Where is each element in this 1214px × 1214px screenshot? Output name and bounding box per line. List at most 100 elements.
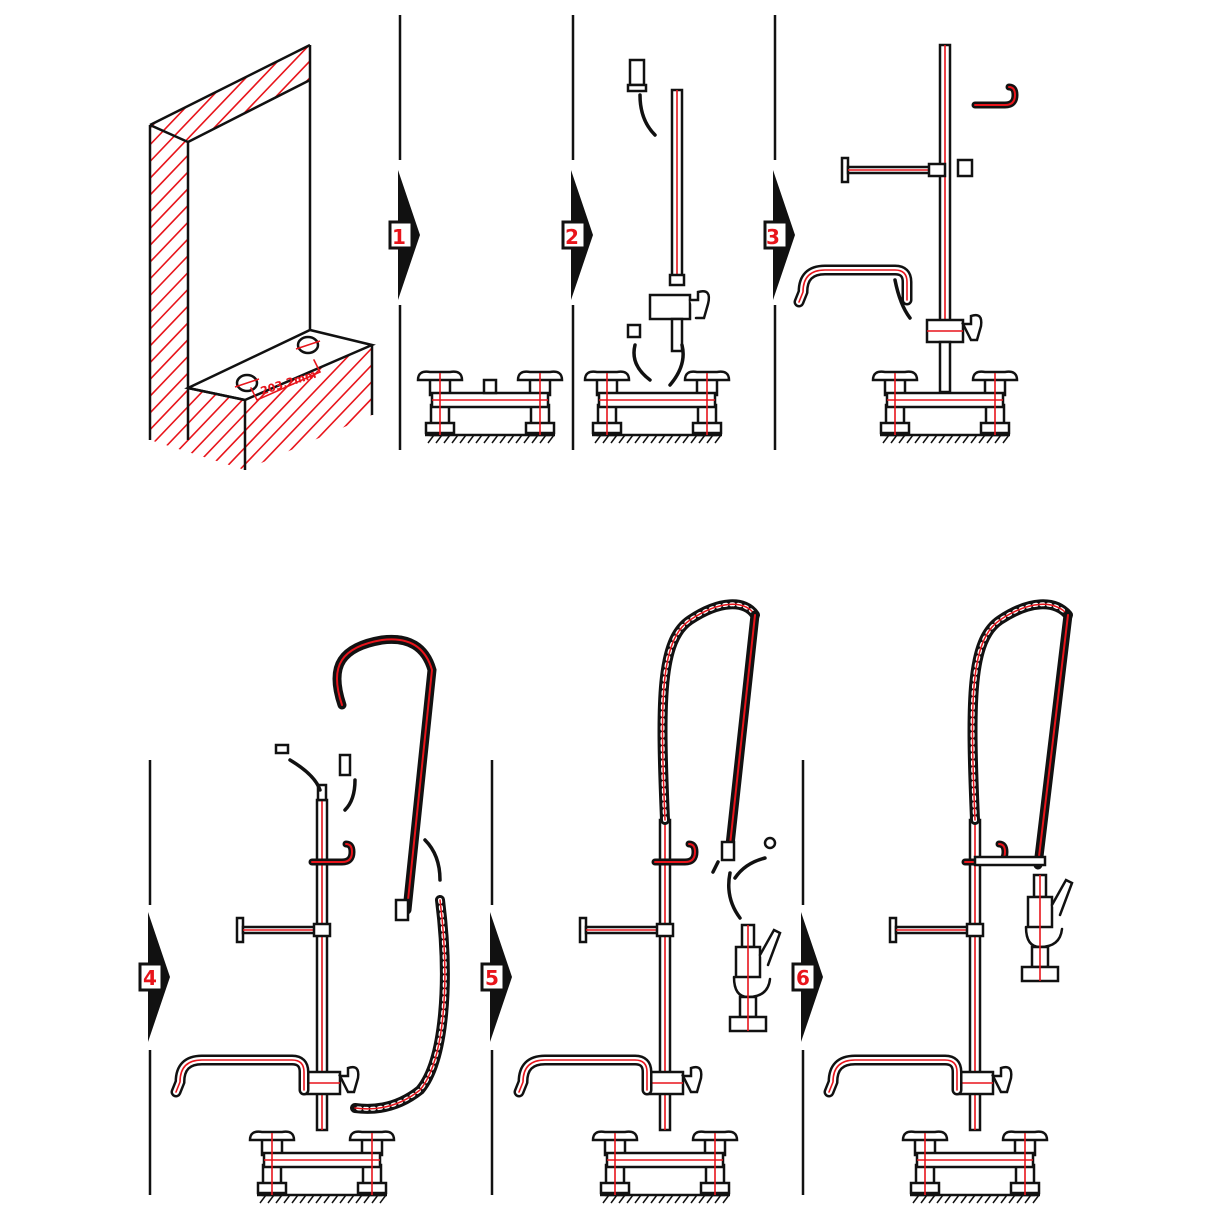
hatch-line bbox=[454, 40, 874, 480]
deck-hatch bbox=[467, 434, 475, 444]
wall-edge bbox=[187, 386, 246, 402]
deck-hatch bbox=[283, 1194, 291, 1204]
deck-hatch bbox=[714, 434, 722, 444]
clamp-screw bbox=[956, 158, 974, 178]
hatch-line bbox=[277, 45, 372, 470]
deck-hatch bbox=[307, 1194, 315, 1204]
deck-hatch bbox=[1032, 1194, 1040, 1204]
spout-valve-tee bbox=[648, 293, 692, 321]
hatch-line bbox=[438, 40, 858, 480]
deck-hatch bbox=[954, 434, 962, 444]
deck-hatch bbox=[666, 434, 674, 444]
bracket-clamp bbox=[965, 922, 985, 938]
deck-hatch bbox=[882, 434, 890, 444]
hatch-line bbox=[662, 40, 1082, 480]
riser-lower bbox=[938, 340, 952, 394]
step-number-box bbox=[763, 220, 789, 250]
riser-fitting bbox=[668, 273, 686, 287]
hatch-line bbox=[150, 45, 203, 470]
inlet-nut bbox=[626, 323, 642, 339]
valve-handle bbox=[688, 290, 711, 320]
step-number-box bbox=[791, 962, 817, 992]
step-4-arrow: 4 bbox=[138, 912, 170, 1042]
deck-hatch bbox=[690, 434, 698, 444]
step-number-box bbox=[480, 962, 506, 992]
hose-fitting bbox=[338, 753, 352, 777]
deck-hatch bbox=[642, 1194, 650, 1204]
hatch-line bbox=[598, 40, 1018, 480]
spray-trigger bbox=[758, 928, 782, 967]
tee-nipple bbox=[670, 317, 684, 353]
deck-hatch bbox=[259, 1194, 267, 1204]
hole-center bbox=[234, 378, 260, 388]
hatch-line bbox=[197, 45, 372, 470]
deck-hatch bbox=[960, 1194, 968, 1204]
deck-hatch bbox=[1000, 1194, 1008, 1204]
deck-hatch bbox=[650, 1194, 658, 1204]
hatch-line bbox=[726, 40, 1146, 480]
deck-hatch bbox=[976, 1194, 984, 1204]
hose-hook-center bbox=[311, 843, 354, 863]
wall-edge bbox=[187, 78, 311, 144]
deck-hatch bbox=[944, 1194, 952, 1204]
hose-hook-center bbox=[974, 86, 1017, 106]
deck-hatch bbox=[363, 1194, 371, 1204]
deck-hatch bbox=[936, 1194, 944, 1204]
valve-handle bbox=[680, 1065, 703, 1094]
deck-hatch bbox=[539, 434, 547, 444]
spring-coil bbox=[350, 895, 450, 1114]
wall-face bbox=[188, 80, 310, 388]
deck-hatch bbox=[682, 1194, 690, 1204]
deck-hatch bbox=[978, 434, 986, 444]
faucet-parts bbox=[148, 15, 1074, 1204]
deck-hatch bbox=[922, 434, 930, 444]
hatch-line bbox=[150, 45, 283, 470]
hatch-line bbox=[293, 45, 372, 470]
step-number: 4 bbox=[143, 966, 157, 990]
deck-hatch bbox=[491, 434, 499, 444]
install-arrow bbox=[288, 758, 322, 792]
step-number: 3 bbox=[766, 225, 780, 249]
deck-hatch bbox=[626, 1194, 634, 1204]
deck-hatch bbox=[523, 434, 531, 444]
deck-hatch bbox=[475, 434, 483, 444]
step-1-arrow: 1 bbox=[388, 170, 420, 300]
deck-hatch bbox=[499, 434, 507, 444]
hose-clamp-arm bbox=[973, 855, 1047, 867]
deck-hatch bbox=[714, 1194, 722, 1204]
wall-edge bbox=[149, 123, 189, 144]
deck-hatch bbox=[890, 434, 898, 444]
hose-hook-center bbox=[654, 843, 697, 863]
spout-centerline bbox=[518, 1059, 648, 1093]
deck-hatch bbox=[634, 1194, 642, 1204]
step-number-box bbox=[138, 962, 164, 992]
install-arrow bbox=[423, 838, 442, 882]
deck-hatch bbox=[451, 434, 459, 444]
deck-hatch bbox=[602, 434, 610, 444]
deck-hatch bbox=[1016, 1194, 1024, 1204]
bracket-clamp bbox=[927, 162, 947, 178]
hose-hook bbox=[971, 83, 1019, 109]
o-ring bbox=[763, 836, 777, 850]
deck-hatch bbox=[531, 434, 539, 444]
hatch-line bbox=[181, 45, 372, 470]
valve-handle bbox=[337, 1065, 360, 1094]
deck-hatch bbox=[459, 434, 467, 444]
install-arrow bbox=[727, 871, 742, 920]
hose-fitting bbox=[720, 840, 736, 862]
hole-center bbox=[295, 340, 321, 350]
step-number-box bbox=[388, 220, 414, 250]
deck-hatch bbox=[674, 1194, 682, 1204]
deck-hatch bbox=[547, 434, 555, 444]
step-3-arrow: 3 bbox=[763, 170, 795, 300]
deck-hatch bbox=[914, 434, 922, 444]
step-6-arrow: 6 bbox=[791, 912, 823, 1042]
spout-centerline bbox=[798, 269, 908, 303]
deck-hatch bbox=[920, 1194, 928, 1204]
deck-hatch bbox=[323, 1194, 331, 1204]
deck-hatch bbox=[994, 434, 1002, 444]
deck-hatch bbox=[906, 434, 914, 444]
deck-hatch bbox=[594, 434, 602, 444]
spout-outline bbox=[793, 264, 913, 308]
deck-hatch bbox=[267, 1194, 275, 1204]
